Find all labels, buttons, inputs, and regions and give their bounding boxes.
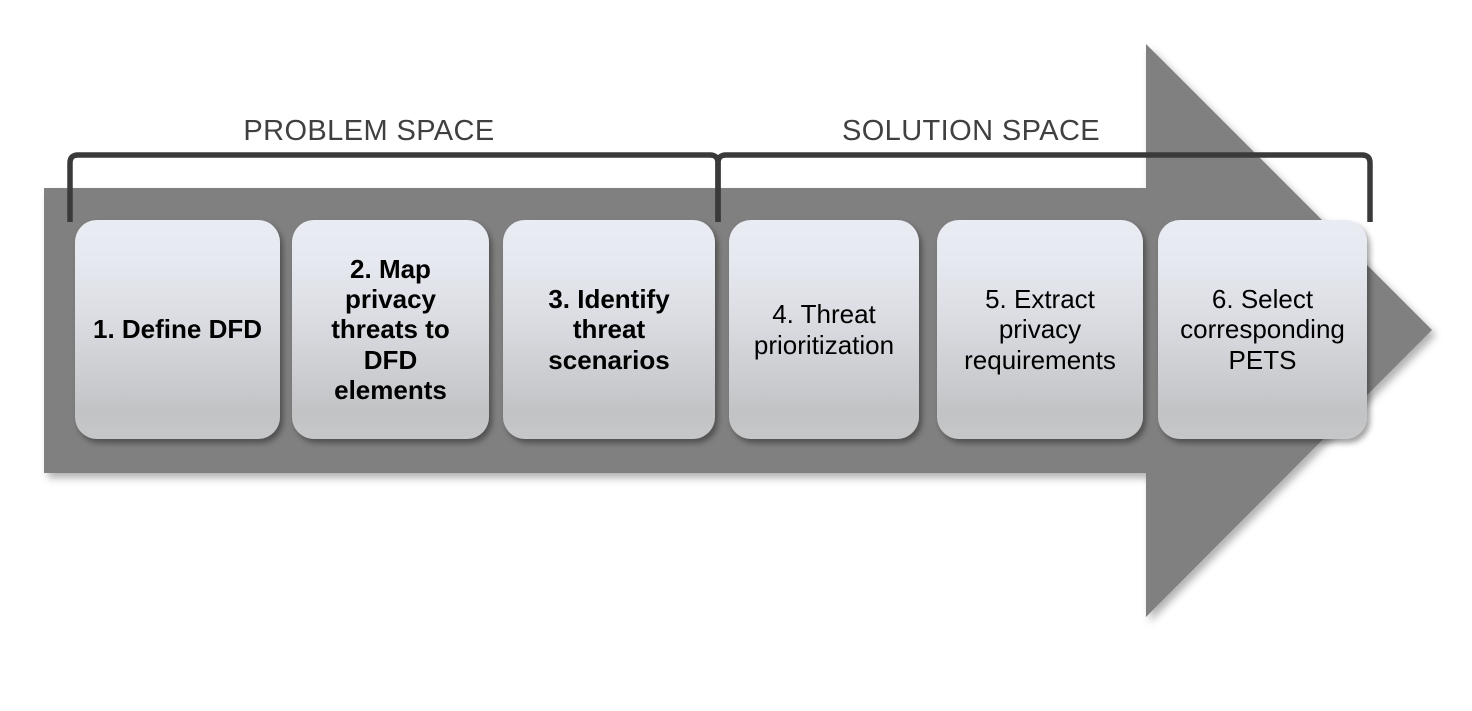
bracket-problem-space (67, 152, 721, 222)
step-label-2: 2. Map privacy threats to DFD elements (331, 254, 450, 405)
step-label-1: 1. Define DFD (92, 314, 263, 345)
step-label-6: 6. Select corresponding PETS (1180, 284, 1345, 375)
bracket-solution-space (715, 152, 1373, 222)
step-box-4[interactable]: 4. Threat prioritization (729, 220, 919, 439)
phase-label-solution-space: SOLUTION SPACE (841, 115, 1101, 147)
step-box-1[interactable]: 1. Define DFD (75, 220, 280, 439)
step-box-5[interactable]: 5. Extract privacy requirements (937, 220, 1143, 439)
phase-label-problem-space: PROBLEM SPACE (243, 115, 495, 147)
step-label-3: 3. Identify threat scenarios (548, 284, 670, 375)
step-box-2[interactable]: 2. Map privacy threats to DFD elements (292, 220, 489, 439)
step-box-6[interactable]: 6. Select corresponding PETS (1158, 220, 1367, 439)
step-label-5: 5. Extract privacy requirements (964, 284, 1116, 375)
step-label-4: 4. Threat prioritization (753, 299, 895, 360)
step-box-3[interactable]: 3. Identify threat scenarios (503, 220, 715, 439)
